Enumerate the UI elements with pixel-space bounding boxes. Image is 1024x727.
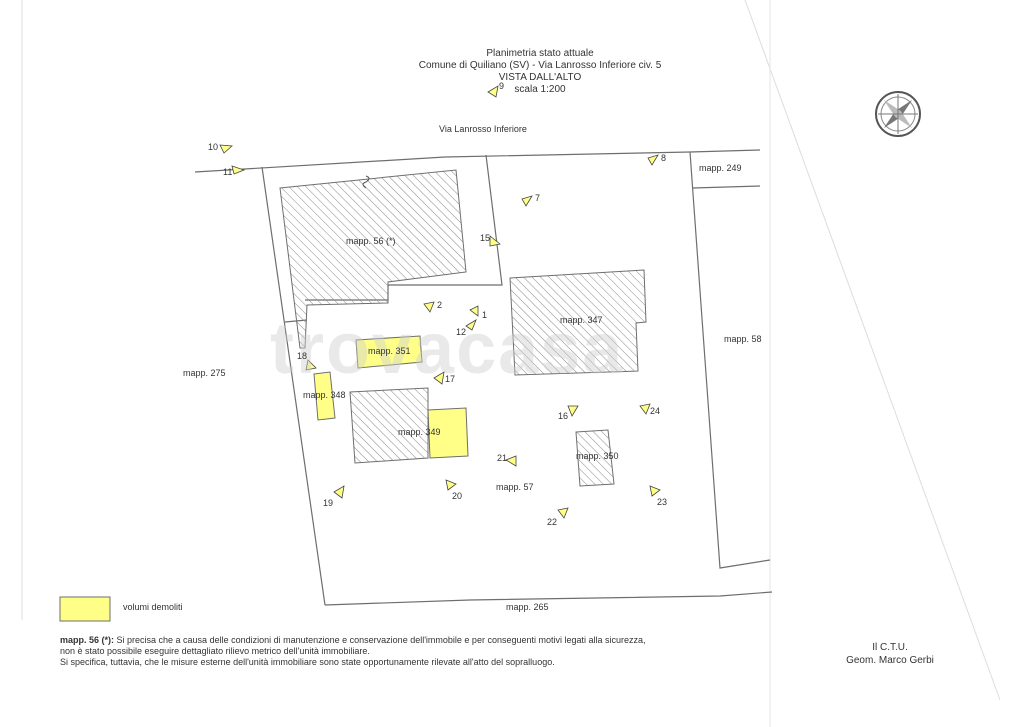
demolished-mapp-351 <box>355 335 423 369</box>
viewpoint-marker-8 <box>647 154 659 166</box>
viewpoint-number-10: 10 <box>208 142 219 152</box>
title-line-3: VISTA DALL'ALTO <box>498 72 582 83</box>
viewpoint-number-7: 7 <box>535 193 541 203</box>
parcel-label-349: mapp. 349 <box>398 427 441 437</box>
viewpoint-number-11: 11 <box>223 167 233 177</box>
fold-line-right <box>744 0 1001 701</box>
viewpoint-marker-2 <box>423 301 435 313</box>
title-line-2: Comune di Quiliano (SV) - Via Lanrosso I… <box>418 60 662 71</box>
viewpoint-marker-12 <box>465 319 477 331</box>
viewpoint-marker-18 <box>305 359 317 371</box>
parcel-label-348: mapp. 348 <box>303 390 346 400</box>
signature-name: Geom. Marco Gerbi <box>846 655 934 666</box>
viewpoint-number-8: 8 <box>661 153 667 163</box>
viewpoint-marker-11 <box>231 165 246 175</box>
demolished-mapp-349-part <box>427 407 469 459</box>
viewpoint-number-17: 17 <box>445 374 456 384</box>
viewpoint-number-21: 21 <box>497 453 508 463</box>
viewpoint-number-22: 22 <box>547 517 558 527</box>
parcel-label-58: mapp. 58 <box>724 334 762 344</box>
parcel-label-351: mapp. 351 <box>368 346 411 356</box>
viewpoint-number-24: 24 <box>650 406 661 416</box>
footnote-lead: mapp. 56 (*): <box>60 635 115 645</box>
viewpoint-marker-10 <box>219 144 233 154</box>
viewpoint-marker-21 <box>505 455 517 467</box>
title-line-1: Planimetria stato attuale <box>486 48 594 59</box>
building-mapp-347 <box>509 269 647 376</box>
footnote-text-2: Si specifica, tuttavia, che le misure es… <box>60 657 555 667</box>
viewpoint-marker-9 <box>487 85 499 98</box>
parcel-label-350: mapp. 350 <box>576 451 619 461</box>
parcel-label-57: mapp. 57 <box>496 482 534 492</box>
building-mapp-56 <box>279 169 467 349</box>
viewpoint-number-18: 18 <box>297 351 308 361</box>
viewpoint-marker-7 <box>521 195 533 207</box>
footnote: mapp. 56 (*): Si precisa che a causa del… <box>60 635 660 668</box>
viewpoint-number-23: 23 <box>657 497 668 507</box>
parcel-label-265: mapp. 265 <box>506 602 549 612</box>
viewpoint-marker-22 <box>557 507 569 519</box>
viewpoint-marker-16 <box>567 405 579 417</box>
building-mapp-350 <box>575 429 615 487</box>
parcel-label-249: mapp. 249 <box>699 163 742 173</box>
legend-swatch <box>59 596 111 622</box>
wall-symbol <box>362 175 370 189</box>
viewpoint-number-1: 1 <box>482 310 488 320</box>
viewpoint-marker-15 <box>489 235 501 247</box>
viewpoint-marker-24 <box>639 403 651 415</box>
legend-label: volumi demoliti <box>123 602 183 612</box>
viewpoint-number-15: 15 <box>480 233 491 243</box>
compass-icon <box>875 91 921 137</box>
viewpoint-markers <box>219 85 661 519</box>
viewpoint-marker-23 <box>649 485 661 497</box>
viewpoint-number-16: 16 <box>558 411 569 421</box>
title-line-4: scala 1:200 <box>514 84 566 95</box>
street-label: Via Lanrosso Inferiore <box>439 124 527 134</box>
viewpoint-marker-19 <box>333 485 345 499</box>
parcel-label-347: mapp. 347 <box>560 315 603 325</box>
viewpoint-marker-20 <box>445 479 457 491</box>
signature-role: Il C.T.U. <box>872 642 908 653</box>
demolished-mapp-348 <box>313 371 336 421</box>
building-mapp-349 <box>349 387 429 464</box>
viewpoint-number-9: 9 <box>499 81 505 91</box>
viewpoint-number-20: 20 <box>452 491 463 501</box>
viewpoint-marker-1 <box>469 305 479 317</box>
parcel-label-56: mapp. 56 (*) <box>346 236 396 246</box>
viewpoint-number-2: 2 <box>437 300 443 310</box>
viewpoint-number-19: 19 <box>323 498 334 508</box>
watermark: trovacasa <box>270 309 625 389</box>
viewpoint-marker-17 <box>433 371 445 385</box>
parcel-label-275: mapp. 275 <box>183 368 226 378</box>
footnote-text-1: Si precisa che a causa delle condizioni … <box>60 635 646 656</box>
viewpoint-number-12: 12 <box>456 327 467 337</box>
